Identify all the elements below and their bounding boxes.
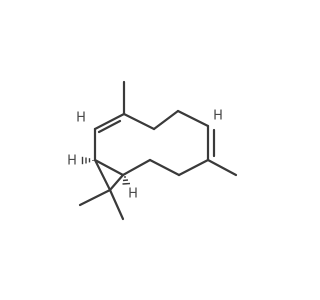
bond-c1-c10 [93,158,125,177]
bond-c1-c11 [93,158,112,192]
bond-c3-c2-double [97,119,122,134]
bond-c11-methyl-left [78,188,112,207]
h-label-stereo-left: H [67,154,77,169]
hashed-bond-left [81,156,94,165]
h-label-alkene-left: H [76,111,86,126]
hashed-bond-right [122,176,131,185]
atom-labels: H H H H [67,109,223,202]
bond-c8-c9 [148,158,181,177]
molecule-structure: H H H H [67,80,238,221]
bond-c3-c4 [122,112,156,131]
bond-layer [78,80,238,221]
h-label-alkene-right: H [213,109,223,124]
bond-c7-c8 [177,158,210,177]
h-label-stereo-right: H [128,187,138,202]
bond-c10-c11 [108,173,125,192]
bond-methyl-right [206,158,238,177]
bond-c9-c10 [121,158,152,177]
bond-c3-c2 [93,112,126,131]
bond-c4-c5 [152,109,180,131]
bond-c11-methyl-right [108,188,125,221]
bond-c5-c6 [176,109,210,128]
